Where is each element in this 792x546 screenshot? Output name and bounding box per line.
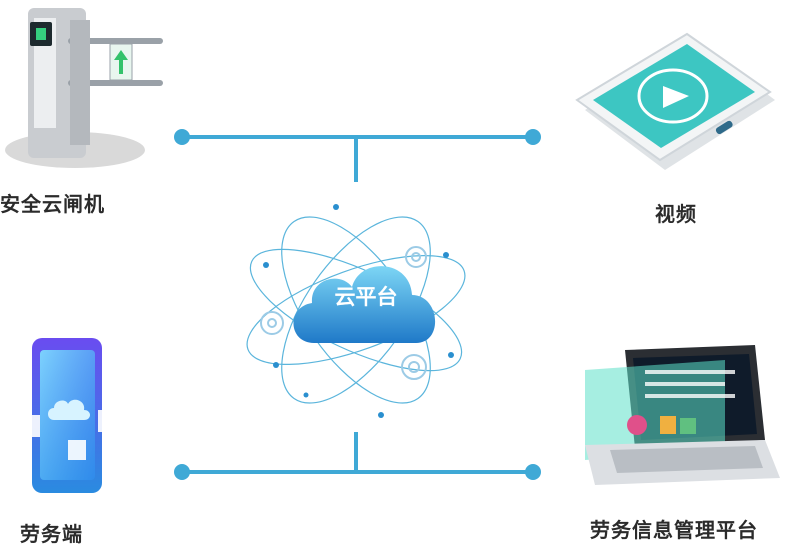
cloud-icon xyxy=(293,266,436,343)
laptop-icon xyxy=(585,345,780,485)
orbit-dots xyxy=(263,204,454,418)
cloud-platform-hub xyxy=(246,204,466,418)
turnstile-gate-icon xyxy=(5,8,163,168)
connector-dot-top-right xyxy=(525,129,541,145)
mobile-phone-icon xyxy=(14,338,122,493)
mobile-label: 劳务端 xyxy=(20,522,83,546)
system-label: 劳务信息管理平台 xyxy=(590,518,758,542)
connector-dot-bottom-right xyxy=(525,464,541,480)
video-label: 视频 xyxy=(655,202,697,226)
gear-icons xyxy=(260,246,427,380)
gate-label: 安全云闸机 xyxy=(0,192,105,216)
connector-dot-top-left xyxy=(174,129,190,145)
center-label: 云平台 xyxy=(334,285,398,309)
video-tablet-icon xyxy=(575,32,775,170)
connector-dot-bottom-left xyxy=(174,464,190,480)
